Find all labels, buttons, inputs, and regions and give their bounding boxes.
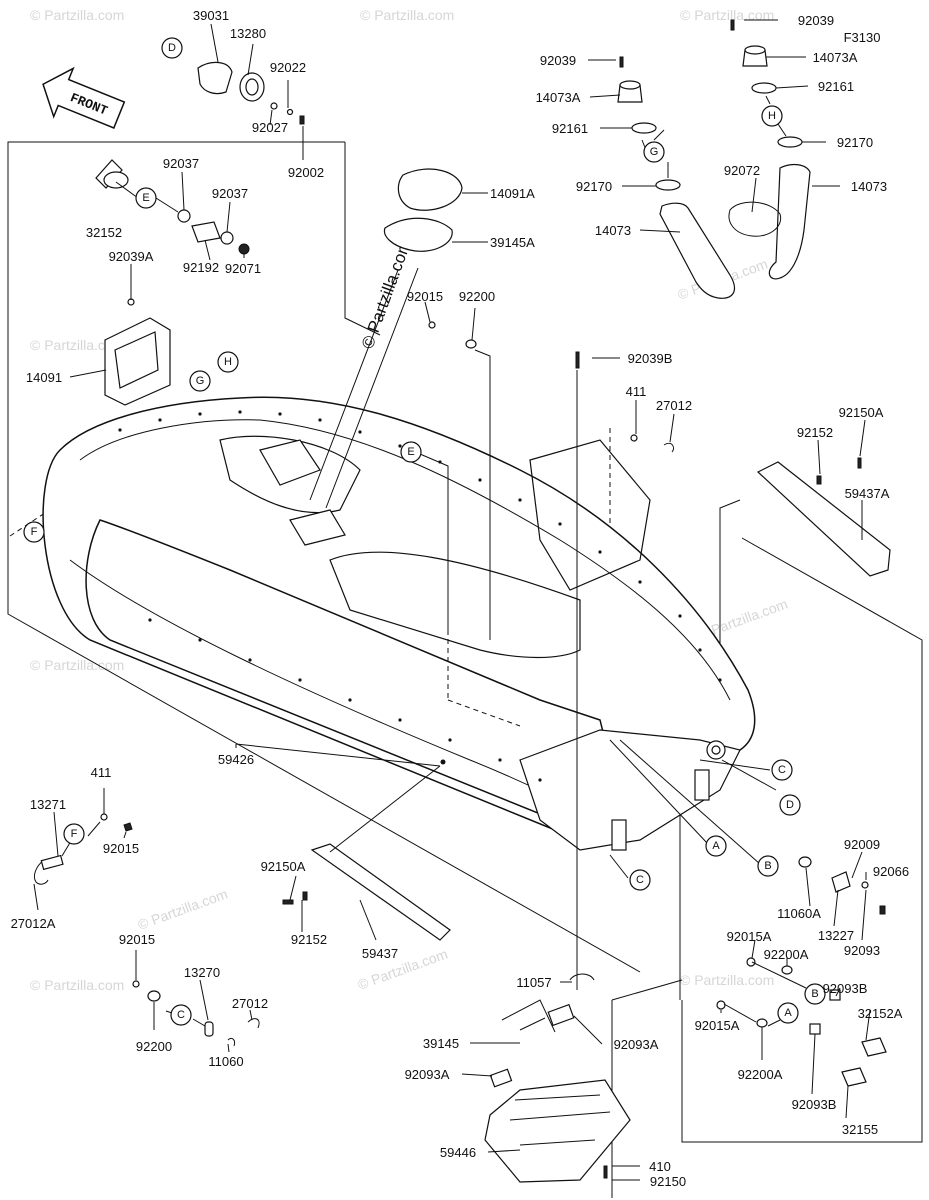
callout-h: H	[224, 356, 232, 368]
part-label: 92200	[459, 289, 495, 304]
part-label: 92150A	[261, 859, 306, 874]
part-label: 59426	[218, 752, 254, 767]
part-label: 92170	[576, 179, 612, 194]
callouts: D E G H F E G H C D A B C F C B A	[23, 37, 826, 1026]
part-label: 92015	[103, 841, 139, 856]
part-label: 92039A	[109, 249, 154, 264]
part-label: 14091A	[490, 186, 535, 201]
part-label: 92093	[844, 943, 880, 958]
part-label: 92192	[183, 260, 219, 275]
part-label: 92152	[797, 425, 833, 440]
part-label: 92015	[407, 289, 443, 304]
part-label: 59446	[440, 1145, 476, 1160]
callout-c: C	[778, 764, 786, 776]
part-label: 92200A	[738, 1067, 783, 1082]
part-label: 410	[649, 1159, 671, 1174]
part-label: 32152	[86, 225, 122, 240]
callout-e: E	[407, 446, 414, 458]
hull	[42, 396, 756, 851]
callout-h: H	[768, 110, 776, 122]
part-label: 92072	[724, 163, 760, 178]
watermark: © Partzilla.com	[30, 7, 124, 23]
watermark: © Partzilla.com	[30, 657, 124, 673]
part-label: 92161	[552, 121, 588, 136]
part-label: 14073	[851, 179, 887, 194]
part-label: 92093A	[405, 1067, 450, 1082]
part-label: 92093B	[823, 981, 868, 996]
part-label: 92161	[818, 79, 854, 94]
part-label: 92009	[844, 837, 880, 852]
part-label: 13280	[230, 26, 266, 41]
callout-f: F	[31, 526, 38, 538]
part-label: 92150A	[839, 405, 884, 420]
part-label: 27012	[656, 398, 692, 413]
part-label: 92152	[291, 932, 327, 947]
part-label: 13227	[818, 928, 854, 943]
callout-g: G	[650, 146, 659, 158]
part-labels: 39031 13280 92022 92027 92002 92037 9203…	[11, 8, 909, 1189]
part-label: 14073A	[813, 50, 858, 65]
part-label: 411	[626, 384, 647, 399]
part-label: 92150	[650, 1174, 686, 1189]
part-label: 32155	[842, 1122, 878, 1137]
callout-a: A	[712, 840, 720, 852]
watermark: © Partzilla.com	[360, 7, 454, 23]
leader-lines	[33, 19, 871, 1181]
part-label: 13271	[30, 797, 66, 812]
part-label: 11060	[208, 1054, 243, 1069]
part-label: 92022	[270, 60, 306, 75]
part-label: 411	[91, 765, 112, 780]
part-label: 32152A	[858, 1006, 903, 1021]
watermark: © Partzilla.com	[680, 972, 774, 988]
part-label: 92027	[252, 120, 288, 135]
part-label: 92071	[225, 261, 261, 276]
watermark: © Partzilla.com	[30, 977, 124, 993]
part-label: 39031	[193, 8, 229, 23]
callout-e: E	[142, 192, 149, 204]
part-label: 92093B	[792, 1097, 837, 1112]
part-label: 92039B	[628, 351, 673, 366]
part-label: 14091	[26, 370, 62, 385]
callout-f: F	[71, 828, 78, 840]
part-label: 92200	[136, 1039, 172, 1054]
part-label: 92093A	[614, 1037, 659, 1052]
part-label: 92200A	[764, 947, 809, 962]
front-arrow: FRONT	[42, 66, 126, 129]
watermark: © Partzilla.com	[680, 7, 774, 23]
part-label: 92002	[288, 165, 324, 180]
part-label: 92037	[163, 156, 199, 171]
watermark: © Partzilla.com	[136, 886, 230, 933]
callout-c: C	[177, 1009, 185, 1021]
callout-a: A	[784, 1007, 792, 1019]
callout-d: D	[786, 799, 794, 811]
callout-d: D	[168, 42, 176, 54]
part-label: 27012	[232, 996, 268, 1011]
part-label: 92170	[837, 135, 873, 150]
callout-g: G	[196, 375, 205, 387]
part-label: 92015	[119, 932, 155, 947]
callout-c: C	[636, 874, 644, 886]
small-parts	[33, 19, 891, 1183]
part-label: 39145A	[490, 235, 535, 250]
part-label: 92015A	[695, 1018, 740, 1033]
part-label: 11060A	[777, 906, 821, 921]
part-label: 59437A	[845, 486, 890, 501]
part-label: 27012A	[11, 916, 56, 931]
part-label: 92015A	[727, 929, 772, 944]
callout-b: B	[764, 860, 771, 872]
part-label: 14073A	[536, 90, 581, 105]
part-label: 92066	[873, 864, 909, 879]
figure-code: F3130	[844, 30, 881, 45]
part-label: 14073	[595, 223, 631, 238]
watermark: © Partzilla.com	[30, 337, 124, 353]
callout-b: B	[811, 988, 818, 1000]
part-label: 92039	[798, 13, 834, 28]
part-label: 13270	[184, 965, 220, 980]
part-label: 92039	[540, 53, 576, 68]
part-label: 92037	[212, 186, 248, 201]
part-label: 11057	[516, 975, 551, 990]
part-label: 59437	[362, 946, 398, 961]
part-label: 39145	[423, 1036, 459, 1051]
